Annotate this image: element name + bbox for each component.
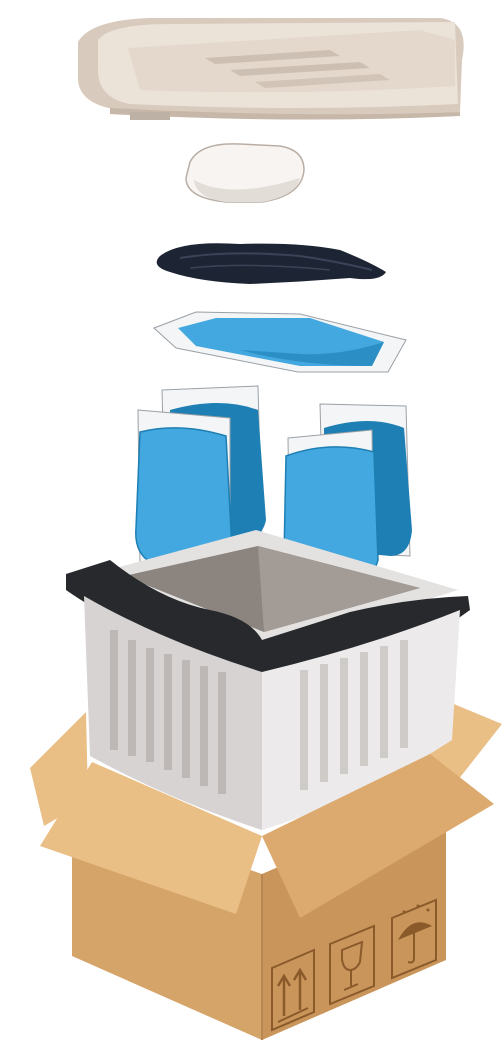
lid xyxy=(78,18,464,120)
cap xyxy=(186,144,304,202)
dark-bag xyxy=(157,243,386,284)
flat-gel-pack xyxy=(154,312,406,372)
